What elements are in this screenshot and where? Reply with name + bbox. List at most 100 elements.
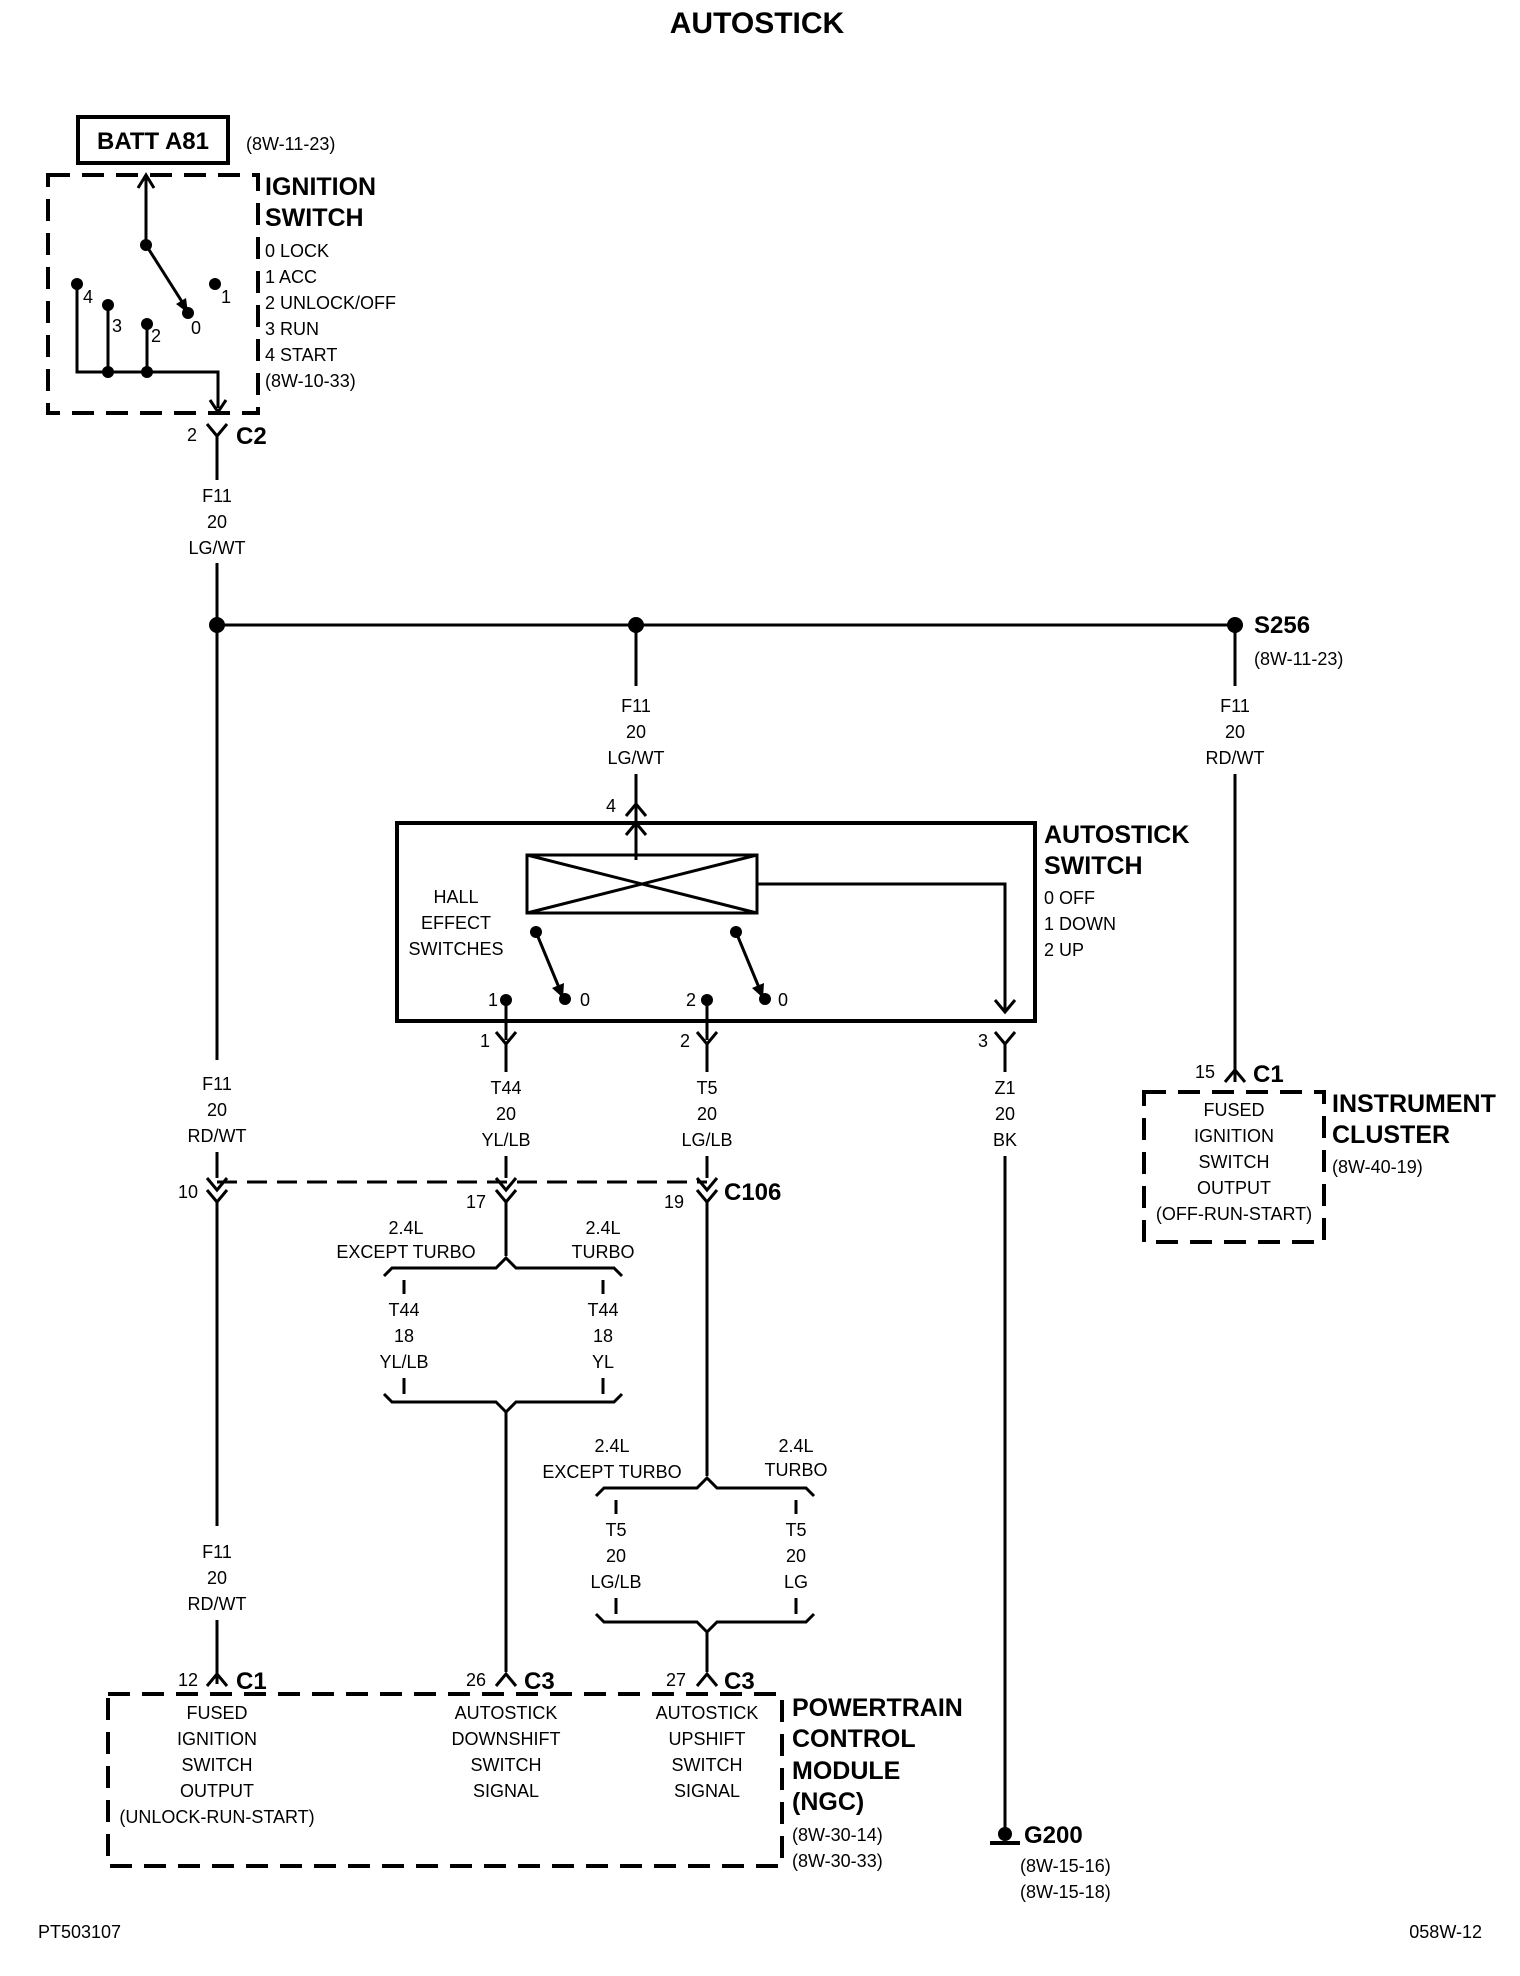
wire-ign-color: LG/WT <box>189 538 246 558</box>
wire-sw-in-circuit: F11 <box>621 696 651 716</box>
contact-0 <box>182 307 194 319</box>
t5-split-t-engine: 2.4L <box>778 1436 813 1456</box>
ignition-position-2: 2 UNLOCK/OFF <box>265 293 396 313</box>
pcm-pin26-label: 26 <box>466 1670 486 1690</box>
t5-split-t-label: TURBO <box>765 1460 828 1480</box>
junction-dot <box>102 366 114 378</box>
wire-t5-et-circuit: T5 <box>605 1520 626 1540</box>
contact-4-label: 4 <box>83 287 93 307</box>
pcm-pin12-connector <box>205 1671 229 1687</box>
pcm-title-1: POWERTRAIN <box>792 1694 963 1722</box>
pcm-pin27-label: 27 <box>666 1670 686 1690</box>
wire-left-lower-circuit: F11 <box>202 1542 232 1562</box>
pcm-pin12-label: 12 <box>178 1670 198 1690</box>
ic-function-5: (OFF-RUN-START) <box>1156 1204 1312 1224</box>
ignition-switch-title-1: IGNITION <box>265 173 376 201</box>
hall-label-1: HALL <box>433 887 478 907</box>
t5-split-et-engine: 2.4L <box>594 1436 629 1456</box>
batt-ref: (8W-11-23) <box>246 134 335 154</box>
t44-split-t-label: TURBO <box>572 1242 635 1262</box>
autostick-position-0: 0 OFF <box>1044 888 1095 908</box>
wire-z1-circuit: Z1 <box>994 1078 1015 1098</box>
wire-t5-et-color: LG/LB <box>590 1572 641 1592</box>
ground-name: G200 <box>1024 1822 1083 1849</box>
t5-merge-bracket <box>594 1612 816 1635</box>
wire-t44-gauge: 20 <box>496 1104 516 1124</box>
t5-split-et-label: EXCEPT TURBO <box>542 1462 681 1482</box>
c106-pin17-label: 17 <box>466 1192 486 1212</box>
ignition-switch-box <box>46 173 260 415</box>
t44-split-t-engine: 2.4L <box>585 1218 620 1238</box>
ground-g200 <box>998 1827 1012 1841</box>
hall-label-3: SWITCHES <box>408 939 503 959</box>
batt-label: BATT A81 <box>97 128 209 155</box>
footer-right: 058W-12 <box>1409 1922 1482 1942</box>
wire-ic-circuit: F11 <box>1220 696 1250 716</box>
hall-effect-sensor-x <box>526 853 758 915</box>
wire-ign-circuit: F11 <box>202 486 232 506</box>
pcm-pin26-connector-name: C3 <box>524 1668 555 1695</box>
wire-left-upper-circuit: F11 <box>202 1074 232 1094</box>
c106-pin10-label: 10 <box>178 1182 198 1202</box>
footer-left: PT503107 <box>38 1922 121 1942</box>
pcm-pin27-function-3: SWITCH <box>672 1755 743 1775</box>
pcm-pin27-connector-name: C3 <box>724 1668 755 1695</box>
wire-t5-color: LG/LB <box>681 1130 732 1150</box>
pcm-pin26-function-3: SWITCH <box>471 1755 542 1775</box>
hall-switch-2-label-2: 2 <box>686 990 696 1010</box>
pin3-connector <box>993 1031 1017 1060</box>
c2-pin: 2 <box>187 425 197 445</box>
hall-switch-1-label-1: 1 <box>488 990 498 1010</box>
wire-sw-in-gauge: 20 <box>626 722 646 742</box>
pcm-pin12-function-5: (UNLOCK-RUN-START) <box>119 1807 314 1827</box>
pin2-label: 2 <box>680 1031 690 1051</box>
pcm-pin27-function-2: UPSHIFT <box>668 1729 745 1749</box>
contact-0-label: 0 <box>191 318 201 338</box>
pcm-pin12-function-2: IGNITION <box>177 1729 257 1749</box>
wire-t44-et-circuit: T44 <box>388 1300 419 1320</box>
wire-t44-circuit: T44 <box>490 1078 521 1098</box>
ignition-ref: (8W-10-33) <box>265 371 356 391</box>
pcm-pin26-function-4: SIGNAL <box>473 1781 539 1801</box>
autostick-title-1: AUTOSTICK <box>1044 821 1189 849</box>
pin1-connector <box>494 1031 518 1060</box>
pcm-pin27-connector <box>695 1671 719 1687</box>
pcm-title-3: MODULE <box>792 1757 900 1785</box>
autostick-position-1: 1 DOWN <box>1044 914 1116 934</box>
pin4-connector <box>624 801 648 817</box>
wire-left-upper-color: RD/WT <box>188 1126 247 1146</box>
instrument-cluster-box <box>1142 1090 1326 1244</box>
pcm-pin12-connector-name: C1 <box>236 1668 267 1695</box>
autostick-position-2: 2 UP <box>1044 940 1084 960</box>
autostick-switch-box <box>395 821 1037 1023</box>
c2-name: C2 <box>236 423 267 450</box>
wire-t5-circuit: T5 <box>696 1078 717 1098</box>
ic-function-4: OUTPUT <box>1197 1178 1271 1198</box>
autostick-title-2: SWITCH <box>1044 852 1143 880</box>
pin3-inner-arrow <box>993 999 1017 1015</box>
ignition-position-4: 4 START <box>265 345 337 365</box>
hall-switch-2-contact-0 <box>759 993 771 1005</box>
wire-ic-gauge: 20 <box>1225 722 1245 742</box>
wire-t5-et-gauge: 20 <box>606 1546 626 1566</box>
wire-t5-gauge: 20 <box>697 1104 717 1124</box>
batt-box <box>76 115 230 165</box>
ic-connector <box>1223 1067 1247 1083</box>
contact-3-label: 3 <box>112 316 122 336</box>
wire-ic-color: RD/WT <box>1206 748 1265 768</box>
ignition-feed-arrow <box>136 172 156 189</box>
ground-ref-2: (8W-15-18) <box>1020 1882 1111 1902</box>
t44-merge-bracket <box>382 1392 624 1415</box>
pin2-connector <box>695 1031 719 1060</box>
t5-split-bracket <box>594 1475 816 1498</box>
t44-split-bracket <box>382 1255 624 1278</box>
ignition-position-3: 3 RUN <box>265 319 319 339</box>
ic-title-2: CLUSTER <box>1332 1121 1450 1149</box>
splice-ref: (8W-11-23) <box>1254 649 1343 669</box>
ignition-position-1: 1 ACC <box>265 267 317 287</box>
hall-switch-2-blade <box>734 931 762 991</box>
c106-name: C106 <box>724 1179 781 1206</box>
wire-t44-et-color: YL/LB <box>379 1352 428 1372</box>
ic-pin: 15 <box>1195 1062 1215 1082</box>
